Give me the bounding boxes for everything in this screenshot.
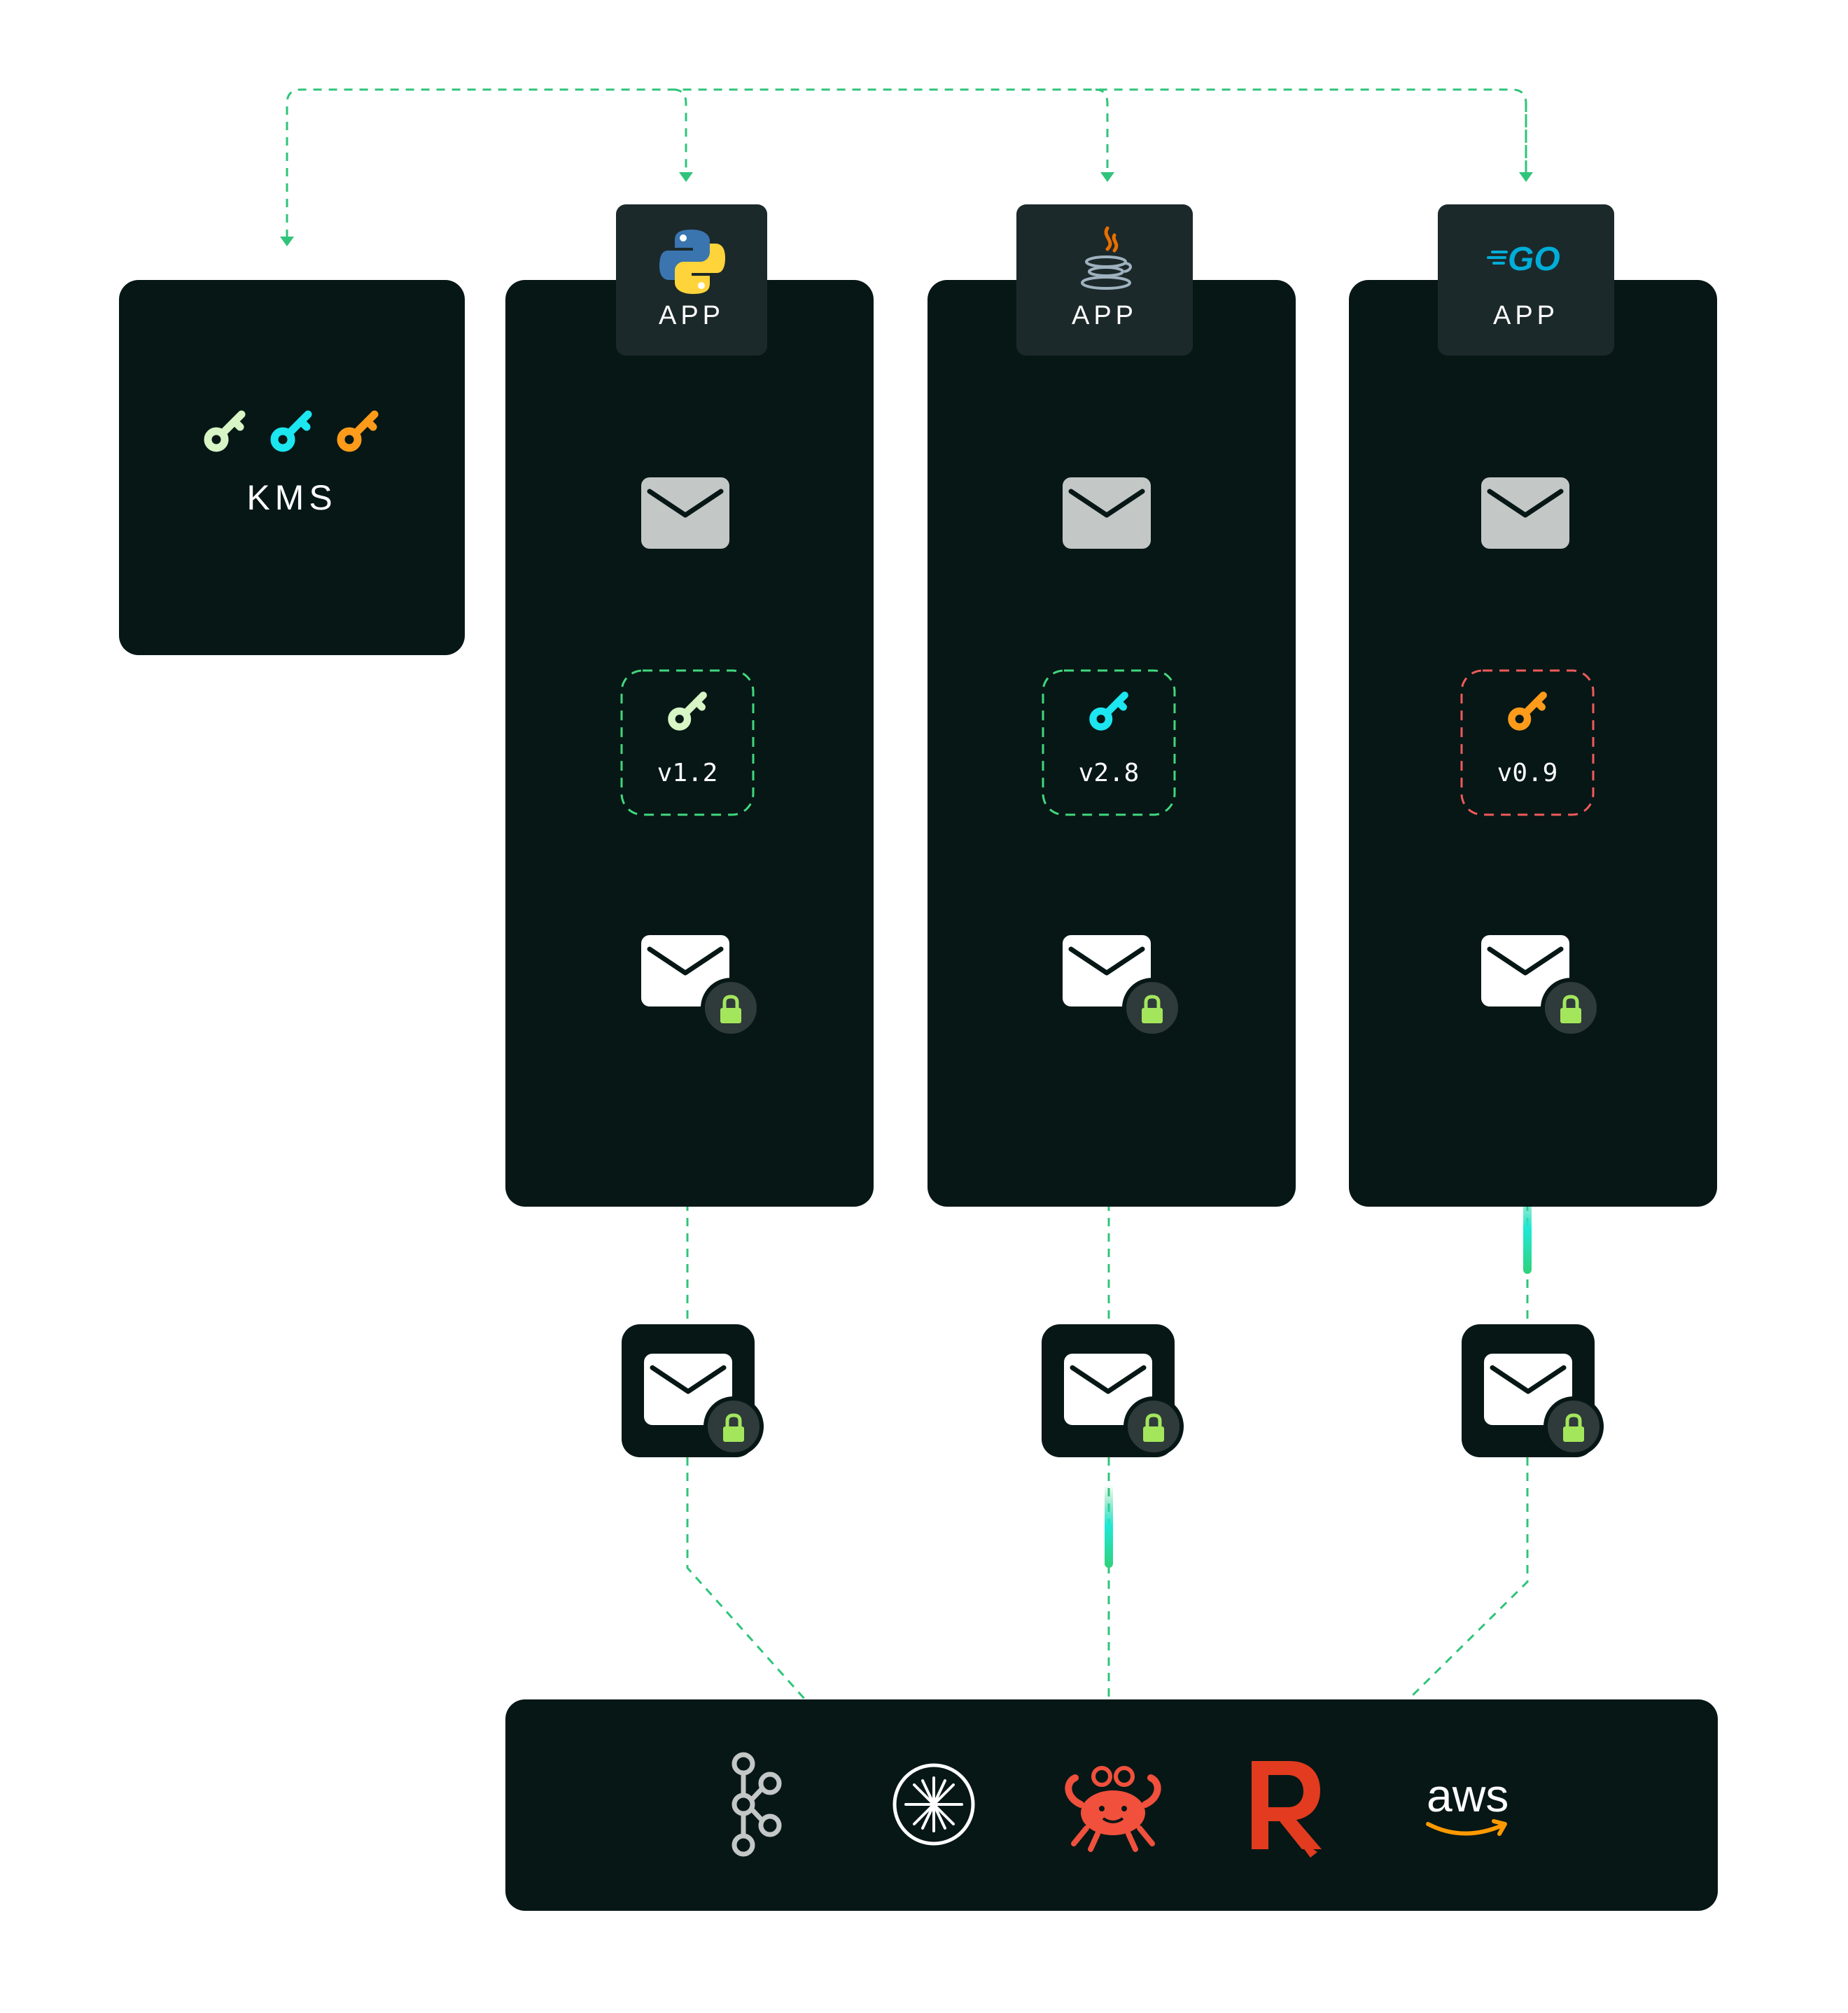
plain-message-icon xyxy=(1063,477,1151,549)
app-tab-go: GO APP xyxy=(1438,204,1614,356)
lock-icon xyxy=(1560,995,1581,1023)
key-icon-light xyxy=(204,410,246,452)
kafka-icon xyxy=(732,1752,782,1857)
app-label: APP xyxy=(1071,301,1138,330)
pulse-2 xyxy=(1105,1484,1113,1568)
key-version-box-3: v0.9 xyxy=(1460,669,1595,816)
crab-icon xyxy=(1065,1766,1161,1852)
lock-icon xyxy=(1143,1413,1164,1442)
drop-line-2 xyxy=(1095,88,1109,174)
kms-panel: KMS xyxy=(119,280,465,655)
pulsar-icon xyxy=(892,1763,975,1846)
drop-line-1 xyxy=(673,88,687,174)
encrypted-message-tile-2 xyxy=(1042,1324,1184,1457)
plain-message-icon xyxy=(1481,477,1569,549)
lock-icon xyxy=(723,1413,744,1442)
encrypted-message-icon xyxy=(1063,935,1182,1038)
encrypted-message-icon xyxy=(1484,1354,1604,1457)
arrow-app-3 xyxy=(1519,172,1533,182)
app-tab-python: APP xyxy=(616,204,767,356)
go-icon: GO xyxy=(1487,241,1560,278)
key-frame xyxy=(620,669,755,816)
key-icon-orange xyxy=(337,410,379,452)
kms-keys xyxy=(119,406,465,458)
key-icon-cyan xyxy=(270,410,312,452)
arrow-app-1 xyxy=(679,172,693,182)
encrypted-message-icon xyxy=(1481,935,1601,1038)
key-icon-orange xyxy=(1508,692,1547,731)
key-icon-cyan xyxy=(1089,692,1128,731)
app-label: APP xyxy=(1492,301,1560,330)
key-version: v0.9 xyxy=(1497,759,1558,787)
plain-message-icon xyxy=(641,477,729,549)
bus-icons: aws xyxy=(732,1752,1508,1858)
kms-distribution-line xyxy=(286,88,1527,238)
lock-icon xyxy=(720,995,741,1023)
app-label: APP xyxy=(658,301,725,330)
arrow-app-2 xyxy=(1100,172,1114,182)
encrypted-message-tile-3 xyxy=(1462,1324,1604,1457)
go-text: GO xyxy=(1508,241,1560,278)
java-icon xyxy=(1081,226,1132,290)
key-version-box-2: v2.8 xyxy=(1042,669,1176,816)
python-icon xyxy=(659,230,725,294)
encrypted-message-icon xyxy=(641,935,761,1038)
encrypted-message-icon xyxy=(644,1354,764,1457)
aws-icon: aws xyxy=(1426,1769,1508,1836)
encrypted-message-icon xyxy=(1064,1354,1184,1457)
redpanda-icon xyxy=(1252,1761,1322,1858)
aws-text: aws xyxy=(1427,1769,1508,1821)
key-frame xyxy=(1460,669,1595,816)
key-version: v2.8 xyxy=(1078,759,1140,787)
app-tab-java: APP xyxy=(1016,204,1193,356)
arrow-kms xyxy=(280,237,294,246)
lock-icon xyxy=(1142,995,1163,1023)
encrypted-message-tile-1 xyxy=(622,1324,764,1457)
message-bus-panel: aws xyxy=(505,1699,1718,1911)
kms-label: KMS xyxy=(246,478,337,517)
lock-icon xyxy=(1563,1413,1584,1442)
key-version-box-1: v1.2 xyxy=(620,669,755,816)
key-icon-light xyxy=(668,692,707,731)
key-frame xyxy=(1042,669,1176,816)
key-version: v1.2 xyxy=(657,759,718,787)
